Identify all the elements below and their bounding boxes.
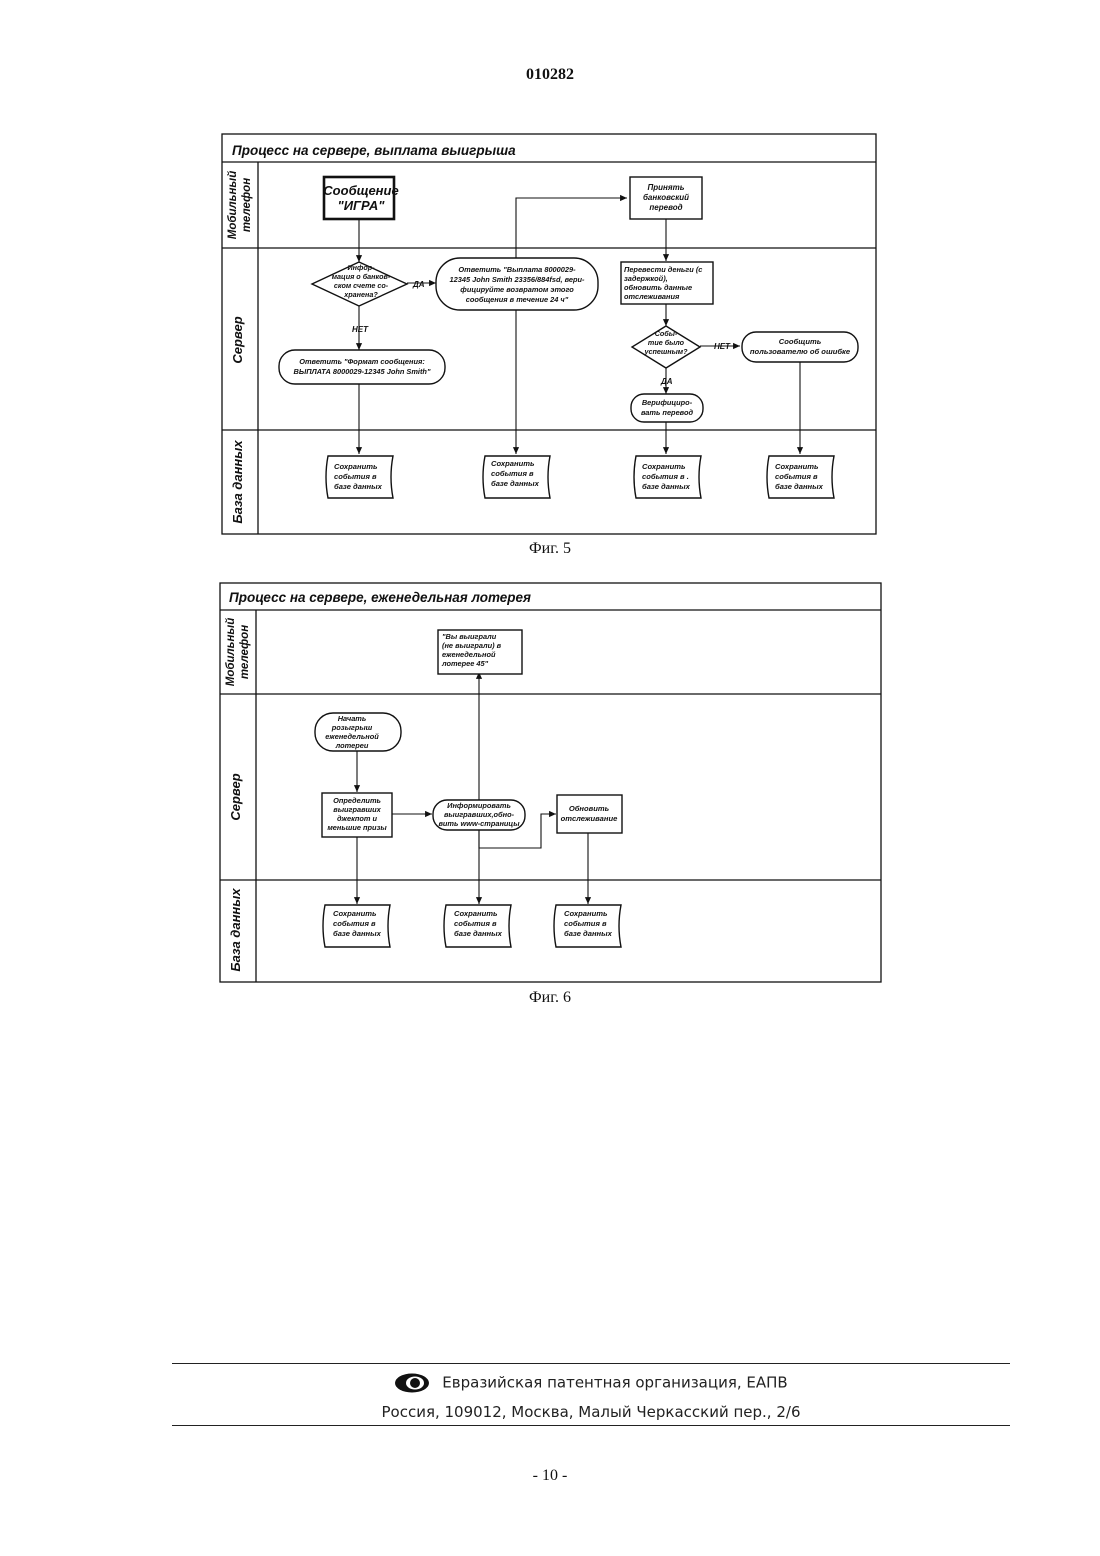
fig5-reply-payout-line1: Ответить "Выплата 8000029-: [458, 265, 576, 274]
fig5-verify-transfer-line2: вать перевод: [641, 408, 694, 417]
fig5-label-no: НЕТ: [352, 325, 369, 334]
fig5-save-events-3-line2: события в .: [642, 472, 689, 481]
fig5-accept-transfer-line1: Принять: [648, 183, 685, 192]
fig5-notify-error-line1: Сообщить: [779, 337, 822, 346]
fig6-save-events-3-line2: события в: [564, 919, 607, 928]
fig5-decision-success-line3: успешным?: [644, 347, 689, 356]
fig6-inform-winners-line3: вить www-страницы: [438, 819, 520, 828]
fig5-save-events-1-line1: Сохранить: [334, 462, 378, 471]
fig5-accept-transfer-line3: перевод: [649, 203, 682, 212]
fig5-decision-bank-line4: хранена?: [343, 290, 378, 299]
fig6-message-result-line4: лотерее 45": [441, 659, 489, 668]
fig6-determine-winners-line2: выигравших: [333, 805, 381, 814]
fig6-save-events-1-line2: события в: [333, 919, 376, 928]
fig6-message-result-line2: (не выиграли) в: [442, 641, 502, 650]
fig5-reply-format-line2: ВЫПЛАТА 8000029-12345 John Smith": [294, 367, 431, 376]
footer-top-rule: [172, 1363, 1010, 1364]
fig6-lane-mobile-line2: телефон: [239, 625, 251, 679]
fig5-lane-mobile-line1: Мобильный: [227, 171, 239, 240]
footer-address: Россия, 109012, Москва, Малый Черкасский…: [172, 1403, 1010, 1421]
fig5-lane-mobile-line2: телефон: [241, 178, 253, 232]
fig6-start-draw-line3: еженедельной: [325, 732, 379, 741]
fig5-label-yes: ДА: [412, 280, 425, 289]
fig5-save-events-3-line1: Сохранить: [642, 462, 686, 471]
fig5-save-events-4-line2: события в: [775, 472, 818, 481]
fig5-transfer-money-line2: задержкой),: [624, 274, 668, 283]
fig5-decision-success-line2: тие было: [648, 338, 685, 347]
fig5-save-events-4-line3: базе данных: [775, 482, 824, 491]
eapo-logo-icon: [394, 1372, 430, 1394]
fig5-save-events-1-line3: базе данных: [334, 482, 383, 491]
fig5-message-game-line2: "ИГРА": [338, 198, 386, 213]
fig6-save-events-2-line2: события в: [454, 919, 497, 928]
fig6-save-events-3-line3: базе данных: [564, 929, 613, 938]
page-number: - 10 -: [0, 1467, 1100, 1485]
fig5-save-events-2-line3: базе данных: [491, 479, 540, 488]
footer-bottom-rule: [172, 1425, 1010, 1426]
fig5-decision-bank-line2: мация о банков-: [332, 272, 391, 281]
fig6-message-result-line1: "Вы выиграли: [442, 632, 497, 641]
figure-5-diagram: Процесс на сервере, выплата выигрыша Моб…: [0, 0, 1100, 560]
fig5-reply-format-line1: Ответить "Формат сообщения:: [299, 357, 425, 366]
fig6-lane-server: Сервер: [228, 773, 243, 820]
fig6-update-tracking-line2: отслеживание: [561, 814, 618, 823]
fig5-decision-bank-line1: Инфор-: [347, 263, 375, 272]
fig5-lane-db: База данных: [230, 440, 245, 524]
fig6-save-events-1-line1: Сохранить: [333, 909, 377, 918]
fig6-message-result-line3: еженедельной: [442, 650, 496, 659]
fig5-accept-transfer-line2: банковский: [643, 193, 689, 202]
fig5-transfer-money-line3: обновить данные: [624, 283, 692, 292]
fig5-reply-payout-line3: фицируйте возвратом этого: [460, 285, 574, 294]
fig5-transfer-money-line4: отслеживания: [624, 292, 680, 301]
fig6-title: Процесс на сервере, еженедельная лотерея: [229, 590, 531, 605]
fig5-message-game-line1: Сообщение: [323, 183, 398, 198]
fig5-label-yes2: ДА: [660, 377, 673, 386]
figure-6-caption: Фиг. 6: [0, 989, 1100, 1007]
fig5-reply-payout-line4: сообщения в течение 24 ч": [466, 295, 569, 304]
fig6-start-draw-line4: лотереи: [335, 741, 369, 750]
fig6-update-tracking-line1: Обновить: [569, 804, 610, 813]
fig6-determine-winners-line1: Определить: [333, 796, 381, 805]
footer-org-line: Евразийская патентная организация, ЕАПВ: [172, 1372, 1010, 1394]
figure-6-diagram: Процесс на сервере, еженедельная лотерея…: [0, 570, 1100, 990]
fig6-lane-db: База данных: [228, 888, 243, 972]
fig6-inform-winners-line2: выигравших,обно-: [444, 810, 515, 819]
fig6-save-events-2-line1: Сохранить: [454, 909, 498, 918]
fig5-save-events-4-line1: Сохранить: [775, 462, 819, 471]
fig6-lane-mobile-line1: Мобильный: [225, 618, 237, 687]
fig5-reply-payout-line2: 12345 John Smith 23356/884fsd, вери-: [450, 275, 585, 284]
fig5-decision-success-line1: Собы-: [655, 329, 678, 338]
fig5-label-no2: НЕТ: [714, 342, 731, 351]
fig5-lane-server: Сервер: [230, 316, 245, 363]
fig5-title: Процесс на сервере, выплата выигрыша: [232, 143, 516, 158]
fig6-determine-winners-line3: джекпот и: [337, 814, 378, 823]
footer-org-name: Евразийская патентная организация, ЕАПВ: [442, 1374, 787, 1392]
fig6-start-draw-line2: розыгрыш: [331, 723, 373, 732]
fig5-save-events-3-line3: базе данных: [642, 482, 691, 491]
fig5-save-events-1-line2: события в: [334, 472, 377, 481]
fig6-save-events-1-line3: базе данных: [333, 929, 382, 938]
fig6-start-draw-line1: Начать: [338, 714, 367, 723]
fig5-decision-bank-line3: ском счете со-: [334, 281, 389, 290]
fig6-determine-winners-line4: меньшие призы: [327, 823, 387, 832]
fig5-save-events-2-line2: события в: [491, 469, 534, 478]
fig5-notify-error-line2: пользователю об ошибке: [750, 347, 851, 356]
fig5-verify-transfer-line1: Верифициро-: [642, 398, 693, 407]
fig5-save-events-2-line1: Сохранить: [491, 459, 535, 468]
fig6-inform-winners-line1: Информировать: [447, 801, 511, 810]
figure-5-caption: Фиг. 5: [0, 540, 1100, 558]
fig5-transfer-money-line1: Перевести деньги (с: [624, 265, 702, 274]
fig6-save-events-2-line3: базе данных: [454, 929, 503, 938]
fig6-save-events-3-line1: Сохранить: [564, 909, 608, 918]
